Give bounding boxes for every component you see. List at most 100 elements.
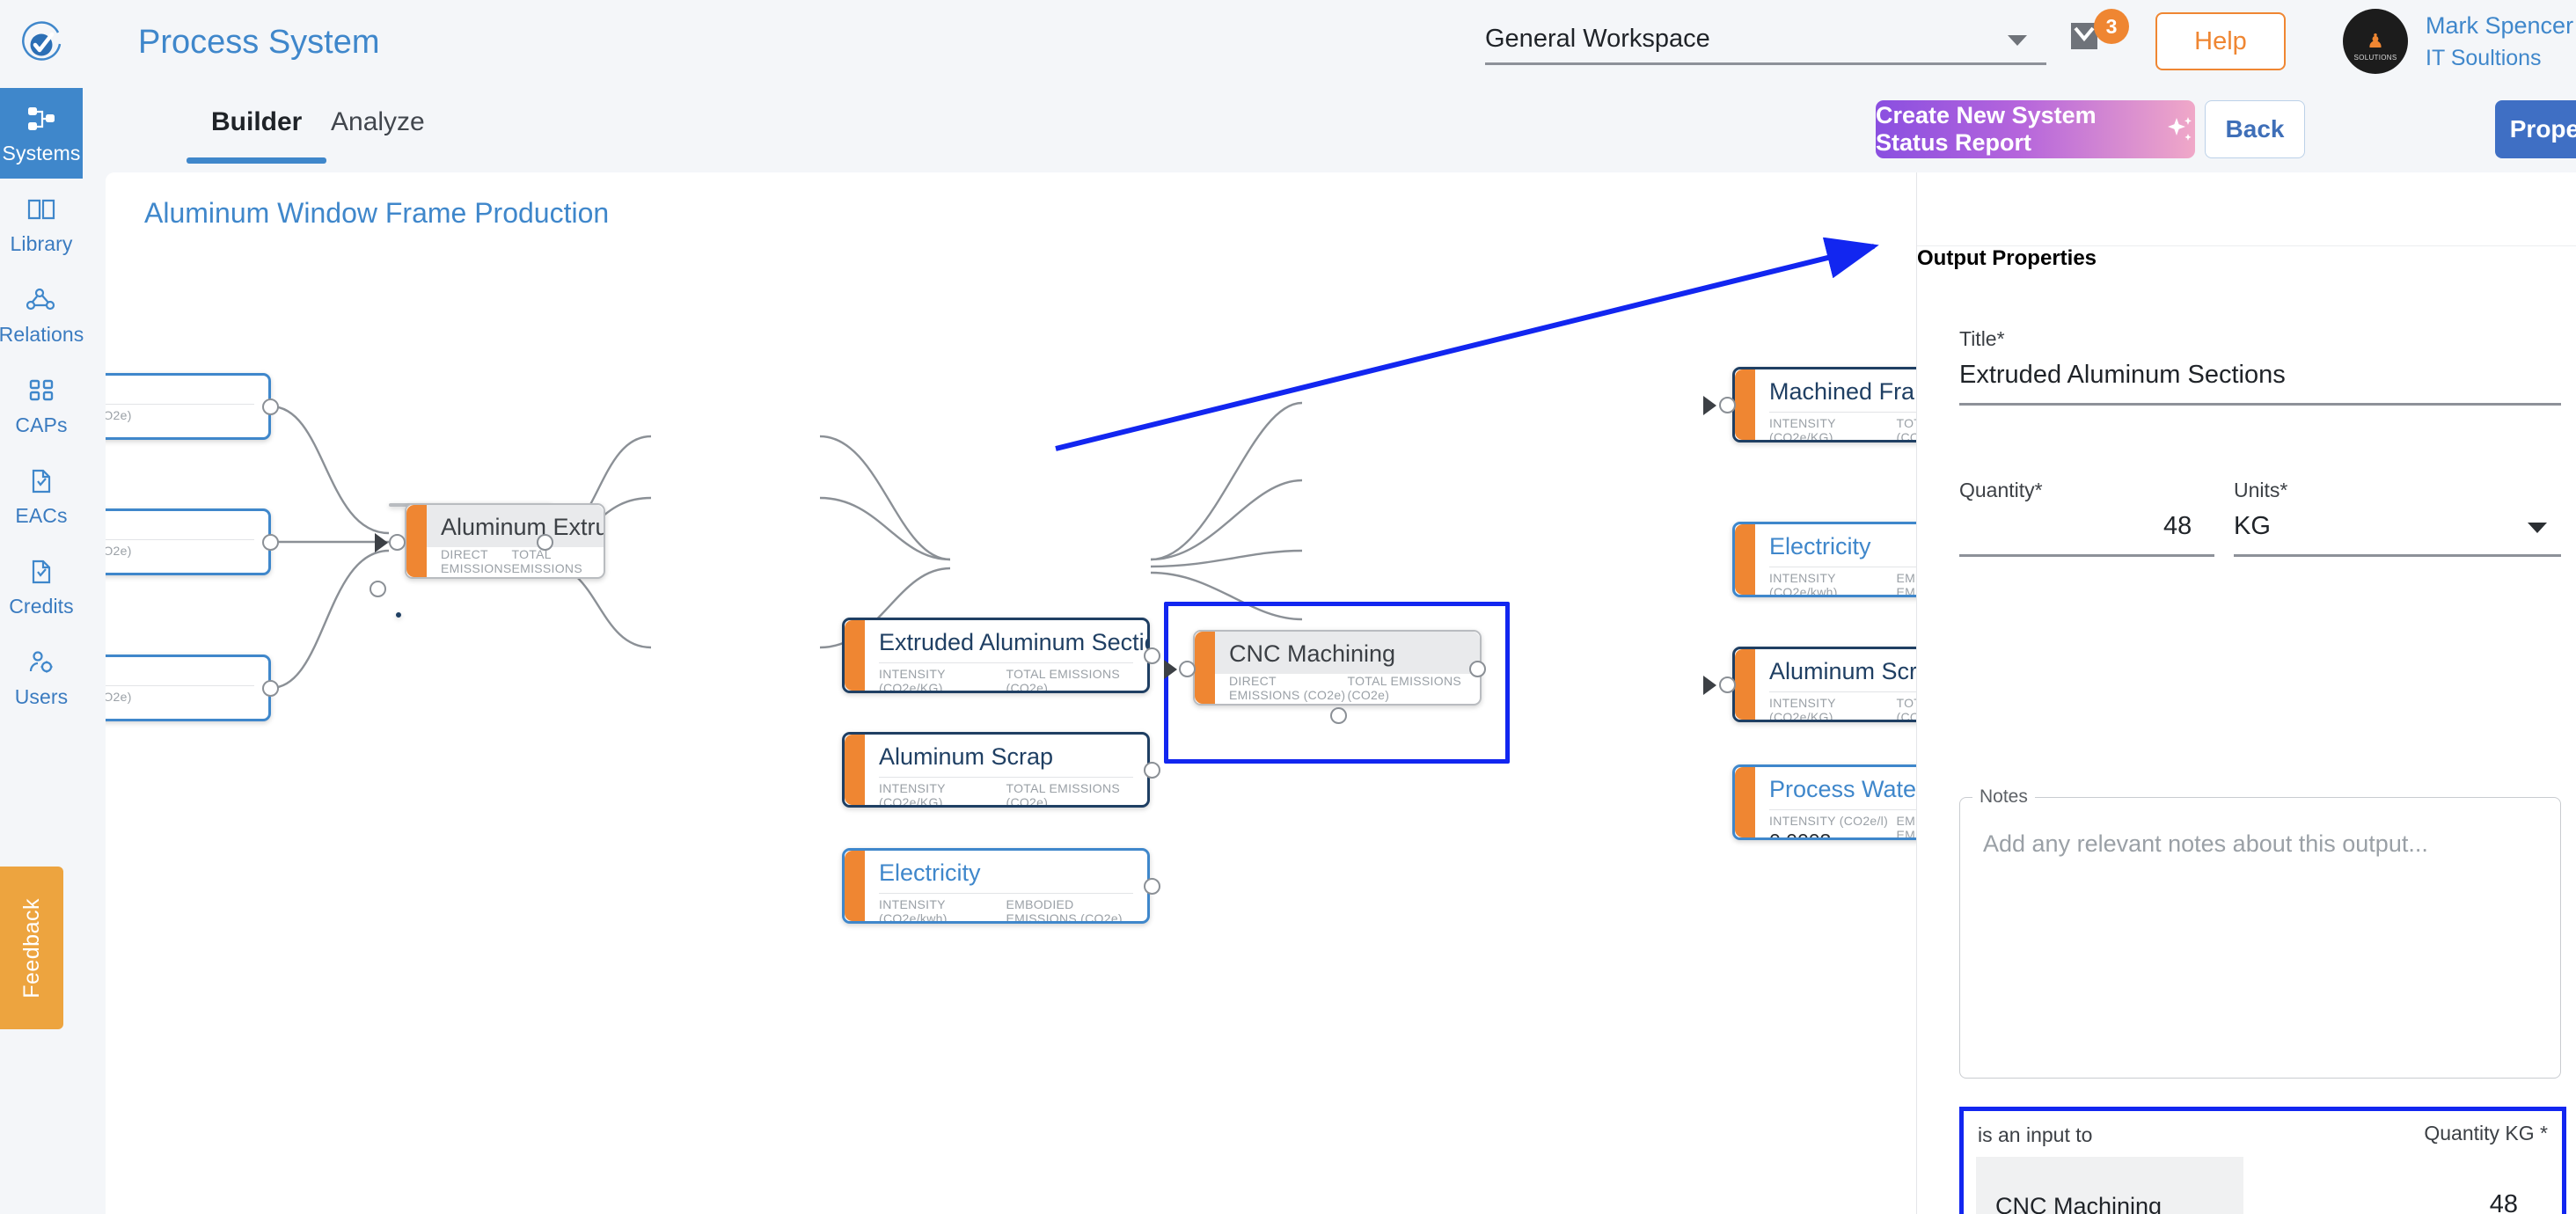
node-aluminum-scrap-left[interactable]: Aluminum Scrap INTENSITY (CO2e/KG) 108.2…: [842, 732, 1150, 808]
node-process-water[interactable]: Process Water INTENSITY (CO2e/l) 0.0003 …: [1732, 764, 1916, 840]
workspace-value: General Workspace: [1485, 25, 1710, 53]
node-body: CNC Machining DIRECT EMISSIONS (CO2e) 0k…: [1215, 632, 1480, 704]
input-to-quantity-input[interactable]: 48: [2263, 1157, 2527, 1214]
node-title: CNC Machining: [1215, 632, 1480, 674]
node-body: Aluminum Extrusion and Cu… DIRECT EMISSI…: [427, 505, 604, 577]
user-org: IT Soultions: [2426, 46, 2542, 70]
node-status-stripe: [1195, 632, 1215, 704]
help-button[interactable]: Help: [2155, 12, 2286, 70]
top-header: Process System General Workspace 3 Help …: [83, 0, 2576, 88]
node-port[interactable]: [262, 399, 279, 415]
node-port[interactable]: [1469, 661, 1486, 677]
title-field-underline: [1959, 403, 2561, 406]
feedback-tab[interactable]: Feedback: [0, 867, 63, 1029]
sidebar-item-label: Credits: [9, 594, 74, 618]
properties-button[interactable]: Properties: [2495, 100, 2576, 158]
help-label: Help: [2194, 26, 2247, 55]
chevron-down-icon[interactable]: [2528, 523, 2547, 533]
sidebar-item-library[interactable]: Library: [0, 179, 83, 269]
page-title: Process System: [138, 24, 380, 61]
app-logo[interactable]: [0, 0, 83, 88]
process-canvas[interactable]: Aluminum Window Frame Production: [106, 172, 1916, 1214]
node-cnc-machining[interactable]: CNC Machining DIRECT EMISSIONS (CO2e) 0k…: [1193, 630, 1482, 706]
sidebar-item-systems[interactable]: Systems: [0, 88, 83, 179]
node-electricity-left[interactable]: Electricity INTENSITY (CO2e/kwh) 0.0138 …: [842, 848, 1150, 924]
node-metric: INTENSITY (CO2e/kwh) 0.0138: [879, 897, 948, 921]
node-metric: INTENSITY (CO2e/KG) 36.11: [1769, 696, 1836, 720]
node-metric: EMBODIED EMISSIONS (CO2e) 0.045kg: [1896, 814, 1917, 837]
systems-node-icon: [24, 102, 59, 135]
node-title: Process Water: [1769, 776, 1916, 802]
node-port[interactable]: [262, 534, 279, 551]
node-body: Electricity INTENSITY (CO2e/kwh) 0.0138 …: [1755, 524, 1916, 595]
user-name: Mark Spencer: [2426, 12, 2574, 39]
node-extruded-aluminum-sections-card[interactable]: Extruded Aluminum Sections INTENSITY (CO…: [842, 618, 1150, 693]
node-port[interactable]: [1179, 661, 1196, 677]
node-port[interactable]: [1144, 878, 1160, 895]
node-body: Aluminum Scrap INTENSITY (CO2e/KG) 108.2…: [865, 735, 1147, 805]
node-port[interactable]: [537, 534, 553, 551]
node-title: Aluminum Scrap: [879, 743, 1054, 770]
node-metric: INTENSITY (CO2e/kwh) 0.0138: [1769, 571, 1838, 595]
avatar[interactable]: ♟ SOLUTIONS: [2343, 9, 2408, 74]
sidebar-item-label: EACs: [15, 503, 68, 527]
node-extruded-aluminum-sections[interactable]: [396, 612, 401, 618]
tab-analyze[interactable]: Analyze: [331, 107, 425, 164]
node-port[interactable]: [1330, 707, 1347, 724]
node-partial-input-2[interactable]: (CO2e): [106, 508, 271, 575]
sidebar-item-relations[interactable]: Relations: [0, 269, 84, 360]
node-metric: TOTAL EMISSIONS (CO2e) 216.65kg: [1347, 674, 1461, 702]
node-port[interactable]: [389, 534, 406, 551]
sidebar-item-label: CAPs: [15, 413, 68, 436]
notes-field[interactable]: Notes Add any relevant notes about this …: [1959, 786, 2561, 1079]
back-button[interactable]: Back: [2205, 100, 2305, 158]
edge-arrowhead: [1703, 676, 1716, 695]
node-title: Aluminum Scrap: [1769, 658, 1916, 684]
avatar-sublabel: SOLUTIONS: [2353, 54, 2397, 62]
node-electricity-right[interactable]: Electricity INTENSITY (CO2e/kwh) 0.0138 …: [1732, 522, 1916, 597]
node-title: Electricity: [879, 859, 981, 886]
properties-label: Properties: [2509, 115, 2576, 143]
node-aluminum-extrusion-card[interactable]: Aluminum Extrusion and Cu… DIRECT EMISSI…: [405, 503, 605, 579]
avatar-glyph: ♟: [2367, 30, 2384, 52]
node-status-stripe: [1735, 649, 1755, 720]
mail-button[interactable]: 3: [2064, 9, 2129, 67]
workspace-select[interactable]: General Workspace: [1485, 16, 2046, 65]
sparkle-icon: [2165, 114, 2195, 144]
node-port[interactable]: [370, 581, 386, 597]
node-port[interactable]: [262, 680, 279, 697]
is-input-to-section: is an input to Quantity KG * CNC Machini…: [1959, 1107, 2566, 1214]
sidebar-item-caps[interactable]: CAPs: [0, 360, 83, 450]
node-status-stripe: [1735, 369, 1755, 440]
input-to-process-select[interactable]: CNC Machining: [1976, 1157, 2243, 1214]
sidebar-item-label: Users: [14, 684, 69, 708]
tab-label: Builder: [211, 107, 303, 136]
quantity-field-value[interactable]: 48: [2163, 512, 2192, 540]
sidebar-item-eacs[interactable]: EACs: [0, 450, 83, 541]
chevron-down-icon: [2008, 35, 2027, 46]
node-partial-input-3[interactable]: (CO2e): [106, 655, 271, 721]
title-field-label: Title*: [1959, 327, 2005, 350]
tab-builder[interactable]: Builder: [186, 107, 327, 164]
node-machined-frame-component[interactable]: Machined Frame Component INTENSITY (CO2e…: [1732, 367, 1916, 442]
mail-badge: 3: [2094, 9, 2129, 44]
is-input-to-label: is an input to: [1978, 1123, 2093, 1146]
node-port[interactable]: [1719, 397, 1736, 413]
create-report-label: Create New System Status Report: [1876, 102, 2097, 156]
edge-arrowhead: [1703, 396, 1716, 415]
output-properties-panel: Output Properties Title* Extruded Alumin…: [1916, 172, 2576, 1214]
node-body: Machined Frame Component INTENSITY (CO2e…: [1755, 369, 1916, 440]
node-port[interactable]: [1144, 762, 1160, 779]
sidebar-item-credits[interactable]: Credits: [0, 541, 83, 632]
book-icon: [24, 193, 59, 226]
title-field-value[interactable]: Extruded Aluminum Sections: [1959, 361, 2286, 389]
node-aluminum-scrap-right[interactable]: Aluminum Scrap INTENSITY (CO2e/KG) 36.11…: [1732, 647, 1916, 722]
node-port[interactable]: [1719, 676, 1736, 693]
annotation-arrow: [1055, 238, 1879, 451]
sidebar-item-users[interactable]: Users: [0, 632, 83, 722]
units-field-value[interactable]: KG: [2234, 512, 2271, 540]
create-report-button[interactable]: Create New System Status Report: [1876, 100, 2195, 158]
node-partial-input-1[interactable]: (CO2e): [106, 373, 271, 440]
node-port[interactable]: [1144, 647, 1160, 664]
